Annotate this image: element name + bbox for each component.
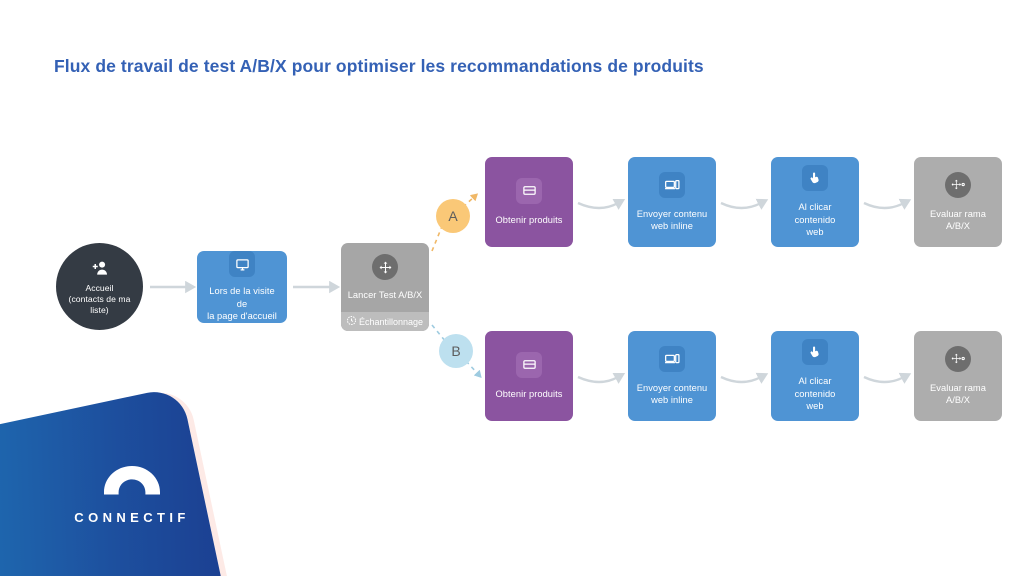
node-a-send-inline-web[interactable]: Envoyer contenu web inline	[628, 157, 716, 247]
node-b-get-products[interactable]: Obtenir produits	[485, 331, 573, 421]
branch-badge-a[interactable]: A	[436, 199, 470, 233]
trigger-label-line2: la page d'accueil	[207, 311, 277, 322]
node-trigger-homepage-visit[interactable]: Lors de la visite de la page d'accueil	[197, 251, 287, 323]
arch-logo-icon	[102, 464, 162, 501]
entry-label-line1: Accueil	[85, 283, 114, 293]
page-title: Flux de travail de test A/B/X pour optim…	[54, 56, 704, 76]
node-split-label: Lancer Test A/B/X	[347, 290, 423, 300]
node-b-send-inline-web-label: Envoyer contenu web inline	[631, 382, 714, 407]
a-step4-line2: A/B/X	[945, 221, 970, 231]
node-a-get-products-label: Obtenir produits	[495, 214, 563, 225]
entry-label-line2: (contacts de ma	[68, 294, 131, 304]
node-b-get-products-label: Obtenir produits	[495, 388, 563, 399]
entry-label-line3: liste)	[90, 305, 109, 315]
tap-hand-icon	[802, 339, 828, 366]
arrow-a-step3-to-step4	[863, 198, 912, 210]
arrow-a-step2-to-step3	[720, 198, 769, 210]
b-step3-line1: Al clicar contenido	[794, 376, 836, 399]
a-step2-line1: Envoyer contenu	[636, 208, 708, 219]
node-a-on-click-web[interactable]: Al clicar contenido web	[771, 157, 859, 247]
tap-hand-icon	[802, 165, 828, 192]
a-step2-line2: web inline	[651, 221, 693, 231]
b-step4-line1: Evaluar rama	[930, 382, 986, 393]
node-b-evaluate-branch-label: Evaluar rama A/B/X	[924, 382, 992, 407]
devices-icon	[659, 171, 685, 198]
node-b-evaluate-branch[interactable]: Evaluar rama A/B/X	[914, 331, 1002, 421]
node-b-on-click-web[interactable]: Al clicar contenido web	[771, 331, 859, 421]
card-window-icon	[516, 177, 542, 204]
add-user-icon	[89, 257, 111, 279]
b-step4-line2: A/B/X	[945, 395, 970, 405]
arrow-b-step2-to-step3	[720, 372, 769, 384]
node-entry-audience[interactable]: Accueil (contacts de ma liste)	[56, 243, 143, 330]
a-step4-line1: Evaluar rama	[930, 208, 986, 219]
node-launch-abx-test[interactable]: Lancer Test A/B/X Échantillonnage	[341, 243, 429, 331]
b-step2-line1: Envoyer contenu	[636, 382, 708, 393]
brand-name: CONNECTIF	[74, 510, 190, 525]
node-a-send-inline-web-label: Envoyer contenu web inline	[631, 208, 714, 233]
split-sampling-footer[interactable]: Échantillonnage	[341, 312, 429, 331]
b-step3-line2: web	[806, 401, 824, 412]
arrow-b-step3-to-step4	[863, 372, 912, 384]
monitor-icon	[229, 251, 255, 278]
card-window-icon	[516, 351, 542, 378]
node-a-evaluate-branch-label: Evaluar rama A/B/X	[924, 208, 992, 233]
branch-badge-b-label: B	[451, 343, 461, 359]
arrow-b-step1-to-step2	[577, 372, 626, 384]
trigger-label-line1: Lors de la visite de	[209, 286, 275, 309]
devices-icon	[659, 345, 685, 372]
split-footer-label: Échantillonnage	[359, 316, 424, 327]
split-arrows-icon	[372, 254, 398, 280]
node-trigger-label: Lors de la visite de la page d'accueil	[197, 285, 287, 322]
b-step2-line2: web inline	[651, 395, 693, 405]
arrow-a-step1-to-step2	[577, 198, 626, 210]
branch-badge-a-label: A	[448, 208, 458, 224]
branch-badge-b[interactable]: B	[439, 334, 473, 368]
clock-icon	[346, 315, 357, 328]
evaluate-split-icon	[945, 171, 971, 198]
a-step3-line1: Al clicar contenido	[794, 202, 836, 225]
node-a-evaluate-branch[interactable]: Evaluar rama A/B/X	[914, 157, 1002, 247]
node-b-send-inline-web[interactable]: Envoyer contenu web inline	[628, 331, 716, 421]
node-a-on-click-web-label: Al clicar contenido web	[771, 201, 859, 238]
a-step3-line2: web	[806, 227, 824, 238]
node-b-on-click-web-label: Al clicar contenido web	[771, 375, 859, 412]
brand-logo-group: CONNECTIF	[57, 464, 207, 525]
evaluate-split-icon	[945, 345, 971, 372]
node-entry-label: Accueil (contacts de ma liste)	[60, 283, 140, 316]
node-a-get-products[interactable]: Obtenir produits	[485, 157, 573, 247]
